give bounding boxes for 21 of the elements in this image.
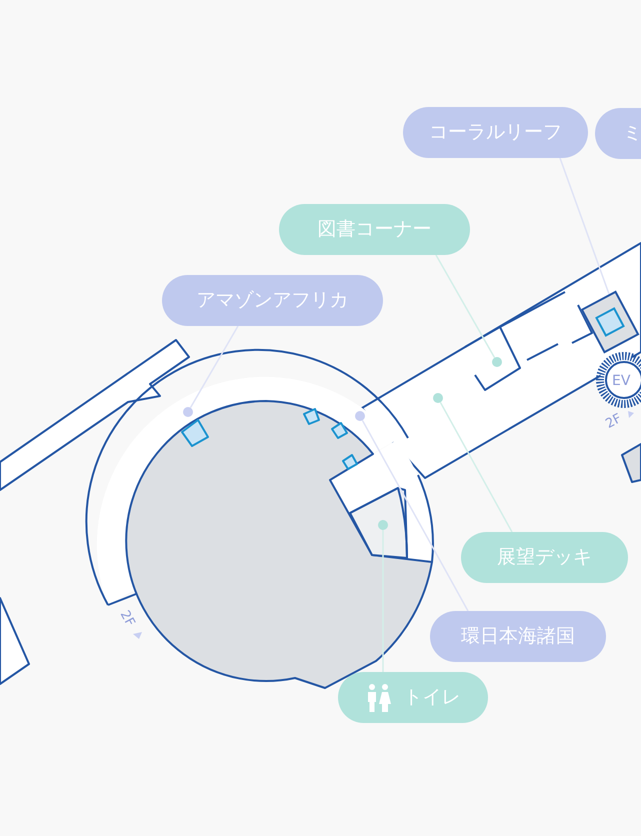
- location-label: [403, 107, 588, 158]
- elevator-label: EV: [612, 372, 630, 391]
- label-text: コーラルリーフ: [429, 120, 562, 146]
- label-text: 図書コーナー: [318, 217, 432, 242]
- floor-label: 2F: [602, 410, 626, 434]
- leader-line: [362, 420, 469, 612]
- leader-line: [559, 158, 610, 294]
- floor-label: 2F: [116, 607, 138, 630]
- label-text: ミ: [623, 121, 641, 146]
- label-text: トイレ: [404, 685, 460, 710]
- location-label: [430, 611, 606, 662]
- leader-line: [190, 326, 239, 408]
- leader-line: [435, 254, 496, 358]
- location-label: [338, 672, 488, 723]
- label-text: アマゾンアフリカ: [196, 288, 348, 314]
- label-text: 展望デッキ: [497, 545, 592, 570]
- location-label: [461, 532, 628, 583]
- leader-line: [440, 402, 513, 532]
- label-text: 環日本海諸国: [461, 624, 575, 650]
- location-label: [279, 204, 470, 255]
- location-label: [162, 275, 383, 326]
